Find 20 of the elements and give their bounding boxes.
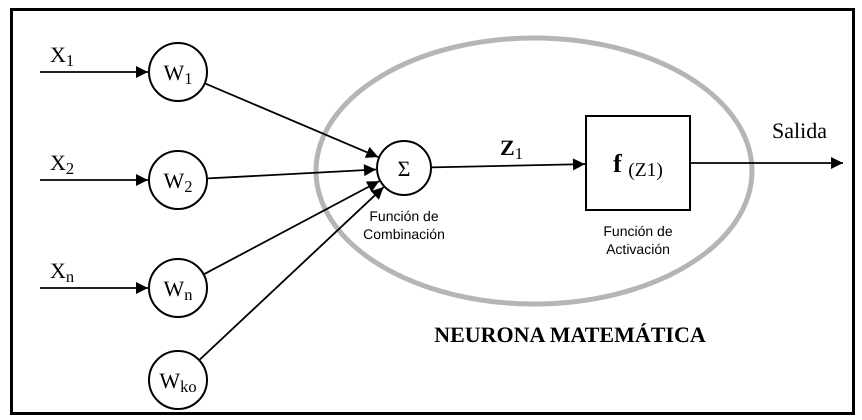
arrow [204, 180, 380, 275]
node-label: f $_{(Z1)}$ [613, 148, 663, 182]
arrow [432, 158, 586, 170]
function-box [585, 115, 691, 211]
node-label: W$_{n}$ [163, 274, 192, 304]
node-label: W$_{ko}$ [159, 366, 197, 396]
arrow [199, 186, 384, 360]
node-label: W$_{1}$ [163, 58, 192, 88]
caption-text: Función de Activación [602, 223, 674, 258]
arrow [691, 157, 843, 169]
arrow [40, 282, 148, 294]
neuron-ellipse [313, 35, 755, 307]
node-label: Σ [398, 154, 410, 182]
arrow [40, 174, 148, 186]
diagram-title: NEURONA MATEMÁTICA [433, 321, 707, 349]
arrow [205, 82, 379, 158]
arrow [208, 164, 376, 180]
caption-text: Función de Combinación [362, 208, 446, 243]
node-label: W$_{2}$ [163, 166, 192, 196]
arrow [40, 66, 148, 78]
